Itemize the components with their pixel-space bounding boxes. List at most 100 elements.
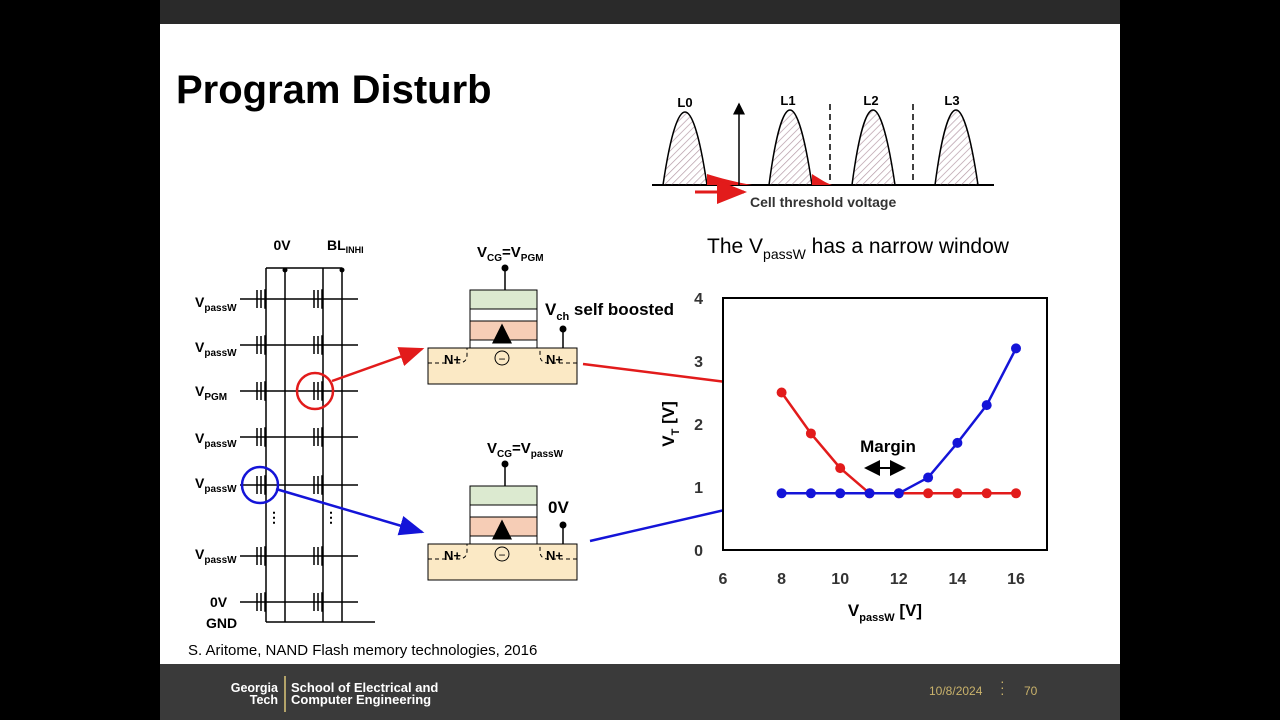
slide-title: Program Disturb	[176, 68, 492, 112]
channel-2-1	[264, 335, 266, 355]
wordline-label-6: VpassW	[195, 546, 237, 566]
series-2-point	[952, 437, 963, 448]
bitline-right-label: BLINHI	[327, 237, 364, 255]
slide-figures: L0 L1 L2 L3 Cell threshold voltage ⋮ ⋮ 0…	[195, 93, 1048, 631]
series-2-point	[864, 488, 875, 499]
x-tick-label: 12	[890, 571, 908, 588]
top-cell-source: N+	[444, 352, 461, 367]
bottom-cell-source: N+	[444, 548, 461, 563]
x-tick-label: 6	[719, 571, 728, 588]
ellipsis-right: ⋮	[324, 509, 338, 525]
wordline-label-5: VpassW	[195, 475, 237, 495]
series-1-point	[923, 488, 934, 499]
top-cell-channel-label: Vch self boosted	[545, 300, 674, 323]
wordline-label-4: VpassW	[195, 430, 237, 450]
distribution-xlabel: Cell threshold voltage	[750, 194, 896, 210]
chart-ylabel: VT [V]	[659, 401, 682, 446]
wordline-label-1: VpassW	[195, 294, 237, 314]
channel-4-2	[321, 427, 323, 447]
series-2-point	[1011, 343, 1021, 354]
logo-line-2: Tech	[249, 693, 278, 707]
channel-4-1	[264, 427, 266, 447]
footer-separator: ···	[1000, 673, 1005, 701]
chart-frame	[722, 297, 1048, 551]
pgm-cell-arrow	[331, 347, 425, 383]
level-label-l1: L1	[780, 93, 795, 108]
level-label-l0: L0	[677, 95, 692, 110]
x-tick-label: 10	[831, 571, 849, 588]
top-cell-gate-label: VCG=VPGM	[477, 244, 544, 264]
series-1-point	[776, 387, 787, 398]
y-tick-label: 3	[694, 354, 703, 371]
series-2-point	[776, 488, 787, 499]
channel-1-2	[321, 289, 323, 309]
slide-number: 70	[1024, 684, 1038, 698]
channel-2-2	[321, 335, 323, 355]
channel-6-1	[264, 546, 266, 566]
series-1-point	[981, 488, 992, 499]
distribution-l0	[662, 111, 708, 186]
y-tick-label: 2	[694, 417, 703, 434]
y-tick-label: 0	[694, 543, 703, 560]
cell-cross-section-top: − N+ N+ VCG=VPGM Vch self boosted	[427, 244, 674, 385]
channel-3-2	[321, 381, 323, 401]
pgm-cell-highlight	[295, 371, 335, 411]
channel-7-1	[264, 592, 266, 612]
slide: Program Disturb	[160, 24, 1120, 664]
select-gate-label: 0V	[210, 594, 228, 610]
svg-text:−: −	[498, 352, 505, 366]
y-tick-label: 4	[694, 291, 703, 308]
school-name: School of Electrical and Computer Engine…	[291, 680, 439, 707]
distribution-l2	[851, 109, 896, 186]
wordline-label-pgm: VPGM	[195, 383, 227, 403]
margin-label: Margin	[860, 437, 916, 456]
school-line-1: School of Electrical and	[291, 680, 439, 695]
presentation-top-bar	[160, 0, 1120, 24]
logo-line-1: Georgia	[230, 681, 278, 695]
georgia-tech-logo: Georgia Tech	[220, 681, 278, 707]
bitline-contact-right	[339, 267, 345, 273]
bottom-cell-gate-label: VCG=VpassW	[487, 440, 564, 460]
citation: S. Aritome, NAND Flash memory technologi…	[188, 642, 538, 659]
channel-5-1	[264, 475, 266, 495]
chart-xlabel: VpassW [V]	[848, 601, 922, 624]
distribution-l1	[768, 109, 813, 186]
slide-footer: Georgia Tech School of Electrical and Co…	[160, 664, 1120, 720]
bottom-cell-drain: N+	[546, 548, 563, 563]
x-tick-label: 14	[949, 571, 967, 588]
channel-7-2	[321, 592, 323, 612]
series-1-point	[952, 488, 963, 499]
series-1-point	[835, 463, 846, 474]
school-line-2: Computer Engineering	[291, 692, 432, 707]
y-tick-label: 1	[694, 480, 703, 497]
threshold-distribution-diagram: L0 L1 L2 L3 Cell threshold voltage	[652, 93, 994, 210]
cell-cross-section-bottom: − N+ N+ VCG=VpassW 0V	[427, 440, 578, 581]
x-tick-label: 8	[777, 571, 786, 588]
series-2-point	[923, 472, 934, 483]
ground-label: GND	[206, 615, 237, 631]
svg-text:−: −	[498, 548, 505, 562]
series-1-point	[805, 428, 816, 439]
distribution-l3	[934, 109, 979, 186]
channel-6-2	[321, 546, 323, 566]
graph-title: The VpassW has a narrow window	[707, 235, 1010, 262]
channel-1-1	[264, 289, 266, 309]
passw-cell-arrow	[275, 487, 425, 536]
disturb-tail-l0	[707, 174, 752, 185]
passw-cell-highlight	[240, 465, 280, 505]
bottom-cell-channel-label: 0V	[548, 498, 569, 517]
series-2-point	[805, 488, 816, 499]
bitline-left-label: 0V	[273, 237, 291, 253]
channel-3-1	[264, 381, 266, 401]
x-tick-label: 16	[1007, 571, 1025, 588]
nand-string-schematic: ⋮ ⋮ 0V BLINHI VpassW VpassW VPGM VpassW …	[195, 237, 425, 631]
wordline-label-2: VpassW	[195, 339, 237, 359]
level-label-l3: L3	[944, 93, 959, 108]
series-2-point	[835, 488, 846, 499]
logo-divider	[284, 676, 286, 712]
disturb-tail-l1	[812, 174, 832, 185]
series-2-point	[893, 488, 904, 499]
bitline-contact-left	[282, 267, 288, 273]
slide-date: 10/8/2024	[929, 684, 983, 698]
